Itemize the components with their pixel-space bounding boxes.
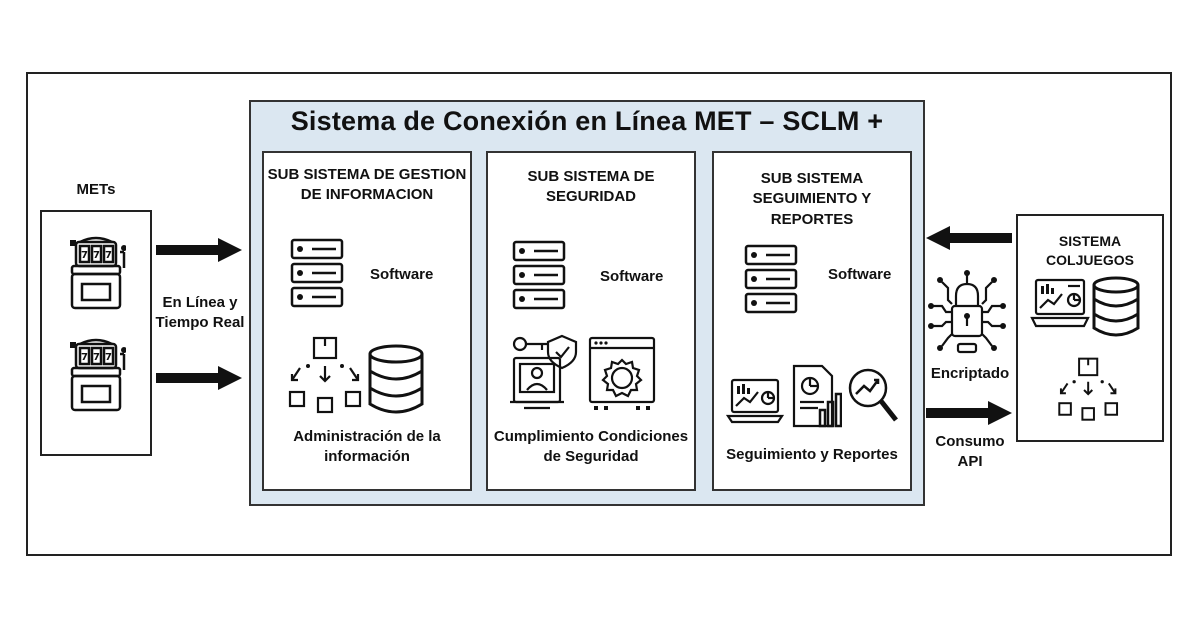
subsystem-caption: Cumplimiento Condiciones de Seguridad bbox=[486, 427, 696, 468]
server-icon bbox=[290, 238, 344, 308]
svg-text:7: 7 bbox=[81, 250, 88, 261]
settings-window-icon bbox=[588, 336, 656, 410]
subsystem-title: SUB SISTEMA DE SEGURIDAD bbox=[486, 167, 696, 208]
subsystem-tracking-reports bbox=[712, 151, 912, 491]
server-icon bbox=[512, 240, 566, 310]
subsystem-title: SUB SISTEMA DE GESTION DE INFORMACION bbox=[262, 165, 472, 206]
data-distribution-icon bbox=[1058, 357, 1119, 421]
svg-text:7: 7 bbox=[81, 352, 88, 363]
subsystem-information-management bbox=[262, 151, 472, 491]
svg-text:7: 7 bbox=[93, 250, 100, 261]
software-label: Software bbox=[370, 266, 434, 283]
arrow-right-icon bbox=[156, 238, 242, 262]
subsystem-title-line1: SUB SISTEMA DE bbox=[527, 168, 655, 185]
subsystem-title: SUB SISTEMA SEGUIMIENTO Y REPORTES bbox=[712, 169, 912, 230]
svg-text:7: 7 bbox=[105, 250, 112, 261]
subsystem-title-line2: SEGUIMIENTO Y REPORTES bbox=[752, 190, 872, 228]
subsystem-caption-line2: de Seguridad bbox=[543, 448, 639, 466]
connection-label-line1: En Línea y bbox=[162, 294, 238, 311]
magnifier-chart-icon bbox=[848, 368, 898, 422]
database-icon bbox=[368, 344, 424, 414]
data-distribution-icon bbox=[288, 336, 362, 414]
subsystem-caption: Seguimiento y Reportes bbox=[726, 446, 898, 463]
software-label: Software bbox=[828, 266, 892, 283]
software-label: Software bbox=[600, 268, 664, 285]
identity-security-icon bbox=[510, 334, 578, 410]
svg-text:7: 7 bbox=[105, 352, 112, 363]
subsystem-caption: Administración de la información bbox=[262, 427, 472, 468]
svg-text:7: 7 bbox=[93, 352, 100, 363]
diagram-title: Sistema de Conexión en Línea MET – SCLM … bbox=[290, 106, 884, 136]
laptop-analytics-icon bbox=[726, 378, 784, 424]
mets-label: METs bbox=[76, 181, 116, 198]
mets-box bbox=[40, 210, 152, 456]
subsystem-title-line1: SUB SISTEMA bbox=[760, 170, 864, 187]
subsystem-caption-line1: Administración de la bbox=[293, 428, 441, 445]
subsystem-title-line2: SEGURIDAD bbox=[545, 188, 636, 206]
report-document-icon bbox=[792, 364, 842, 428]
connection-label-line2: Tiempo Real bbox=[155, 314, 245, 332]
arrow-left-icon bbox=[926, 226, 1012, 250]
subsystem-caption-line1: Cumplimiento Condiciones bbox=[493, 428, 689, 445]
server-icon bbox=[744, 244, 798, 314]
connection-label: En Línea y Tiempo Real bbox=[150, 293, 250, 334]
subsystem-caption-line2: información bbox=[324, 448, 410, 466]
subsystem-security bbox=[486, 151, 696, 491]
api-label: Consumo API bbox=[935, 433, 1005, 471]
arrow-right-icon bbox=[926, 401, 1012, 425]
subsystem-title-line2: DE INFORMACION bbox=[300, 186, 434, 204]
encryption-label: Encriptado bbox=[930, 365, 1010, 382]
laptop-analytics-icon bbox=[1030, 278, 1090, 328]
database-icon bbox=[1092, 276, 1140, 337]
arrow-right-icon bbox=[156, 366, 242, 390]
subsystem-title-line1: SUB SISTEMA DE GESTION bbox=[267, 166, 467, 183]
coljuegos-label: SISTEMA COLJUEGOS bbox=[1046, 233, 1134, 268]
encrypted-lock-icon bbox=[928, 270, 1006, 354]
